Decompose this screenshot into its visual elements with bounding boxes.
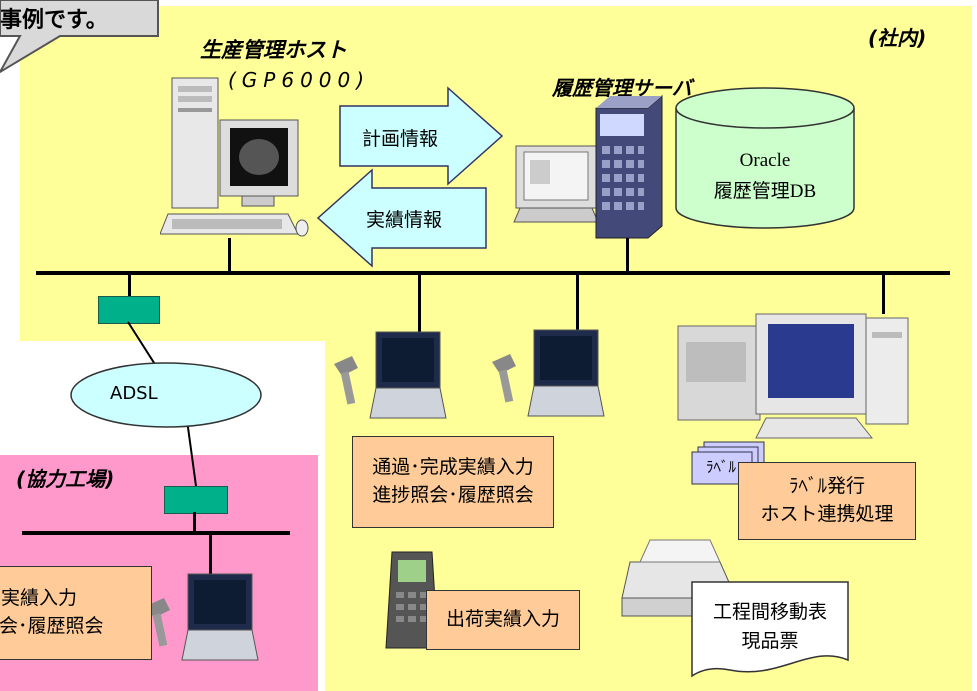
input-note: 通過･完成実績入力 進捗照会･履歴照会 — [352, 436, 554, 528]
host-computer-icon — [160, 77, 309, 237]
server-drop — [626, 238, 629, 272]
database-label-1: Oracle — [739, 150, 791, 171]
plan-arrow-label: 計画情報 — [362, 128, 439, 150]
plan-arrow — [339, 86, 504, 186]
database-label-2: 履歴管理DB — [713, 181, 817, 202]
actual-arrow — [316, 168, 487, 268]
partner-note: 実績入力 会･履歴照会 — [0, 566, 152, 660]
server-icon — [595, 94, 663, 239]
partner-note-line1: 実績入力 — [1, 587, 78, 610]
shipping-note-text: 出荷実績入力 — [445, 608, 560, 631]
laptop-scanner-icon-3 — [146, 573, 259, 661]
pc2-drop — [576, 274, 579, 330]
laptop-scanner-icon-2 — [492, 329, 605, 417]
partner-bus — [22, 531, 290, 535]
label-pc-drop — [882, 274, 885, 314]
client-monitor-icon — [513, 145, 599, 223]
adsl-ellipse — [70, 362, 262, 428]
pc1-drop — [418, 274, 421, 334]
label-sheet-text: ﾗﾍﾞﾙ — [706, 458, 737, 476]
host-model: (GP6000) — [228, 68, 371, 92]
router-drop — [128, 274, 131, 298]
input-note-line2: 進捗照会･履歴照会 — [372, 484, 534, 506]
partner-label: (協力工場) — [16, 467, 115, 491]
database-cylinder — [675, 87, 855, 229]
label-issue-line2: ホスト連携処理 — [760, 503, 894, 525]
partner-pc-drop — [209, 534, 212, 574]
network-bus — [36, 271, 950, 275]
laptop-scanner-icon-1 — [334, 331, 447, 419]
label-printer-pc-icon — [677, 313, 909, 439]
partner-router — [164, 486, 228, 514]
document-line1: 工程間移動表 — [712, 601, 827, 623]
host-drop — [228, 238, 231, 272]
document-sheet — [691, 581, 849, 678]
label-issue-note: ﾗﾍﾞﾙ発行 ホスト連携処理 — [738, 462, 916, 540]
document-line2: 現品票 — [741, 630, 799, 652]
callout-box — [0, 0, 159, 74]
partner-router-drop — [193, 512, 196, 532]
callout-text: 事例です。 — [0, 8, 108, 33]
adsl-label: ADSL — [110, 383, 158, 404]
label-issue-line1: ﾗﾍﾞﾙ発行 — [788, 475, 865, 498]
partner-note-line2: 会･履歴照会 — [0, 615, 104, 637]
host-title: 生産管理ホスト — [200, 38, 347, 62]
internal-label: (社内) — [868, 26, 927, 50]
actual-arrow-label: 実績情報 — [366, 209, 443, 231]
input-note-line1: 通過･完成実績入力 — [372, 456, 534, 479]
shipping-note: 出荷実績入力 — [426, 590, 580, 650]
